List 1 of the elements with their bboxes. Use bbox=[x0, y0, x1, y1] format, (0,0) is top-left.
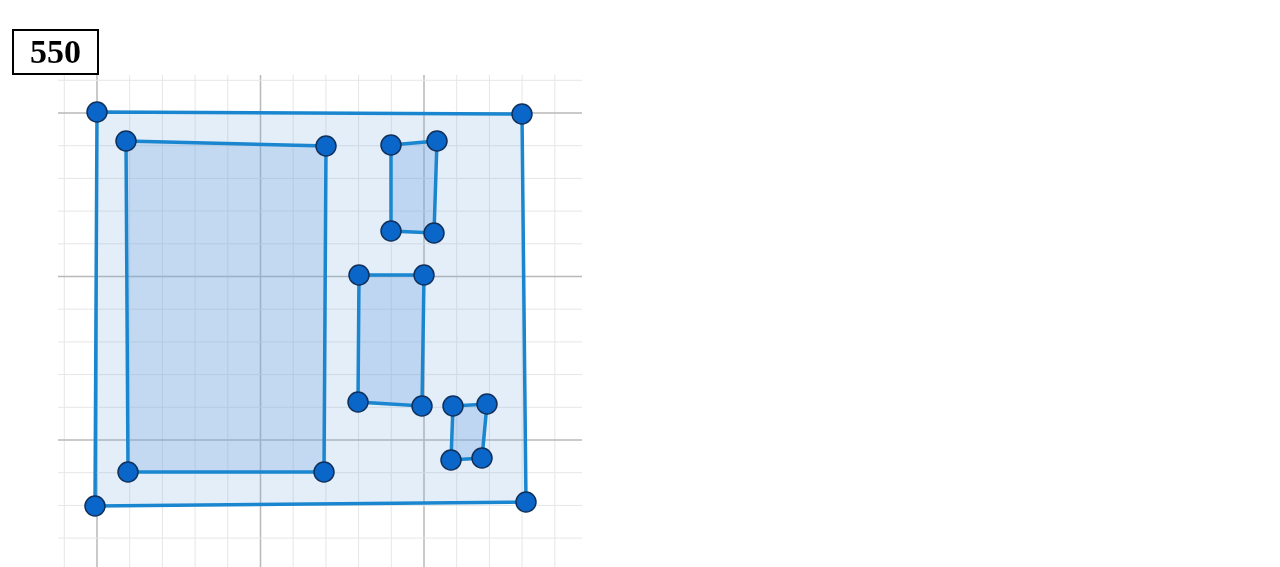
problem-number: 550 bbox=[12, 29, 99, 75]
